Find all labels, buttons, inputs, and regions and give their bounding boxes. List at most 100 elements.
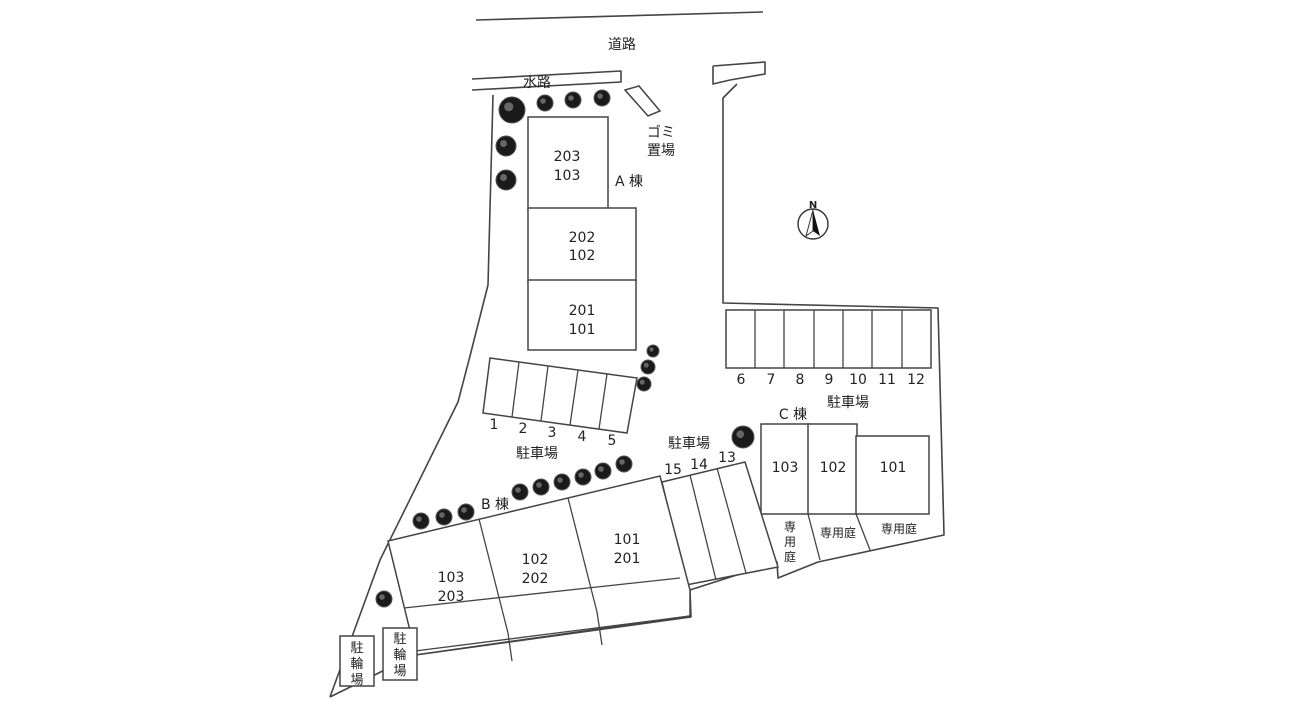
tree-icon xyxy=(615,455,633,473)
tree-icon xyxy=(495,135,517,157)
building-a-unit-2 xyxy=(527,207,637,282)
road-label: 道路 xyxy=(608,37,636,53)
bike-parking-1-char-3: 場 xyxy=(350,673,363,688)
parking-middle-label: 駐車場 xyxy=(668,435,710,452)
tree-highlight xyxy=(439,512,445,518)
waterway-label: 水路 xyxy=(523,75,551,91)
building-c-unit-101-label: 101 xyxy=(880,460,907,476)
tree-icon xyxy=(574,468,592,486)
tree-icon xyxy=(593,89,611,107)
north-arrow-icon xyxy=(797,208,829,240)
parking-space-number: 7 xyxy=(767,372,776,388)
tree-highlight xyxy=(649,347,654,352)
building-a-unit-3-upper: 201 xyxy=(569,303,596,319)
parking-space-number: 3 xyxy=(548,425,557,441)
garden-102-label: 専用庭 xyxy=(820,525,856,540)
tree-highlight xyxy=(619,459,625,465)
tree-icon xyxy=(594,462,612,480)
parking-left xyxy=(482,357,638,434)
bike-parking-2 xyxy=(382,627,418,681)
tree-highlight xyxy=(500,140,507,147)
tree-highlight xyxy=(597,93,603,99)
parking-right xyxy=(725,309,932,369)
building-c-unit-101 xyxy=(855,435,930,515)
tree-highlight xyxy=(639,379,645,385)
tree-icon xyxy=(646,344,660,358)
tree-highlight xyxy=(500,174,507,181)
site-boundary-left xyxy=(329,94,494,698)
parking-space-number: 12 xyxy=(907,372,925,388)
tree-highlight xyxy=(461,507,467,513)
garden-103-label-3: 庭 xyxy=(784,549,796,564)
tree-icon xyxy=(640,359,656,375)
garbage-label-2: 置場 xyxy=(647,143,675,159)
bike-parking-1-char-1: 駐 xyxy=(350,641,363,656)
tree-icon xyxy=(511,483,529,501)
parking-left-label: 駐車場 xyxy=(516,445,558,462)
tree-icon xyxy=(536,94,554,112)
building-c-unit-103 xyxy=(760,423,810,515)
bike-parking-1 xyxy=(339,635,375,687)
parking-space-number: 15 xyxy=(664,462,682,478)
tree-icon xyxy=(553,473,571,491)
parking-space-number: 11 xyxy=(878,372,896,388)
parking-right-label: 駐車場 xyxy=(827,394,869,411)
parking-space-number: 2 xyxy=(519,421,528,437)
building-b-unit-3-upper: 101 xyxy=(614,532,641,548)
building-a-unit-3-lower: 101 xyxy=(569,322,596,338)
building-b-unit-2-lower: 202 xyxy=(522,571,549,587)
garbage-station xyxy=(623,85,662,117)
garden-101-label: 専用庭 xyxy=(881,521,917,536)
parking-space-number: 1 xyxy=(490,417,499,433)
building-b-unit-3-lower: 201 xyxy=(614,551,641,567)
tree-highlight xyxy=(736,430,745,439)
building-b xyxy=(387,475,691,662)
tree-icon xyxy=(495,169,517,191)
tree-highlight xyxy=(643,362,649,368)
tree-icon xyxy=(532,478,550,496)
tree-icon xyxy=(498,96,526,124)
building-c-unit-102 xyxy=(807,423,858,515)
tree-icon xyxy=(731,425,755,449)
tree-highlight xyxy=(568,95,574,101)
garden-divider-2 xyxy=(855,513,871,551)
garden-103-label-2: 用 xyxy=(784,535,796,549)
road-edge xyxy=(475,11,764,21)
tree-highlight xyxy=(515,487,521,493)
parking-space-number: 5 xyxy=(608,433,617,449)
building-a-unit-2-upper: 202 xyxy=(569,230,596,246)
building-a-unit-2-lower: 102 xyxy=(569,248,596,264)
garbage-label-1: ゴミ xyxy=(647,124,675,141)
parking-space-number: 14 xyxy=(690,457,708,473)
garden-103-label-1: 専 xyxy=(784,520,796,534)
parking-space-number: 4 xyxy=(578,429,587,445)
building-a-unit-1-lower: 103 xyxy=(554,168,581,184)
tree-icon xyxy=(412,512,430,530)
building-b-unit-1-lower: 203 xyxy=(438,589,465,605)
building-c-unit-102-label: 102 xyxy=(820,460,847,476)
parking-space-number: 6 xyxy=(737,372,746,388)
trees xyxy=(375,89,755,608)
parking-space-number: 10 xyxy=(849,372,867,388)
tree-highlight xyxy=(557,477,563,483)
bike-parking-2-char-2: 輪 xyxy=(393,647,406,663)
tree-icon xyxy=(435,508,453,526)
parking-space-number: 8 xyxy=(796,372,805,388)
building-b-unit-1-upper: 103 xyxy=(438,570,465,586)
building-b-label: B 棟 xyxy=(481,497,509,513)
north-label: N xyxy=(809,200,817,211)
building-a-label: A 棟 xyxy=(615,174,643,190)
parking-space-number: 13 xyxy=(718,450,736,466)
bike-parking-1-char-2: 輪 xyxy=(350,656,363,672)
tree-highlight xyxy=(536,482,542,488)
bike-parking-2-char-3: 場 xyxy=(393,664,406,679)
building-a-unit-1-upper: 203 xyxy=(554,149,581,165)
building-c-label: C 棟 xyxy=(779,407,807,423)
tree-icon xyxy=(457,503,475,521)
tree-icon xyxy=(636,376,652,392)
building-a-unit-3 xyxy=(527,279,637,351)
bike-parking-2-char-1: 駐 xyxy=(393,632,406,647)
tree-highlight xyxy=(379,594,385,600)
building-b-unit-2-upper: 102 xyxy=(522,552,549,568)
